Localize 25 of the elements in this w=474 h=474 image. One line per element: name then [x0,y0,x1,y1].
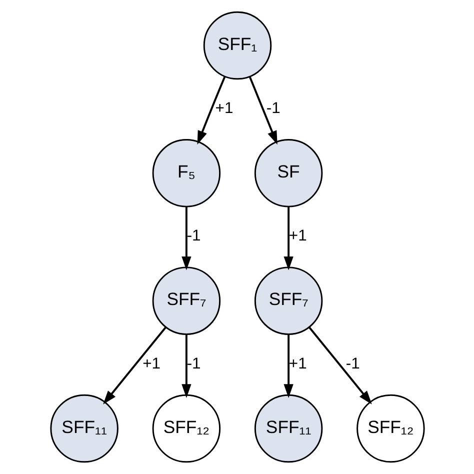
edge-label: -1 [186,355,200,372]
node-circle: SFF₁₁ [254,394,322,463]
arrow [181,206,191,270]
node-circle: SFF₇ [254,266,322,335]
edge-label: -1 [186,228,200,245]
edge-label: -1 [266,100,280,118]
arrow [248,76,277,145]
arrow [283,334,293,398]
arrow [283,206,293,270]
node-circle: F₅ [152,139,220,208]
arrow [308,326,372,404]
node-circle: SF [254,139,322,208]
edge-label: +1 [288,355,306,372]
edge-label: +1 [288,228,306,245]
edge-label: -1 [345,355,360,372]
node-circle: SFF₁₂ [356,394,424,463]
arrow [102,326,166,404]
node-circle: SFF₁₁ [50,394,118,463]
node-circle: SFF₇ [152,266,220,335]
arrow [181,334,191,398]
node-circle: SFF₁ [202,11,272,80]
edge-label: +1 [142,355,160,372]
edge-label: +1 [214,100,233,118]
arrow [196,76,226,145]
node-circle: SFF₁₂ [152,394,220,463]
